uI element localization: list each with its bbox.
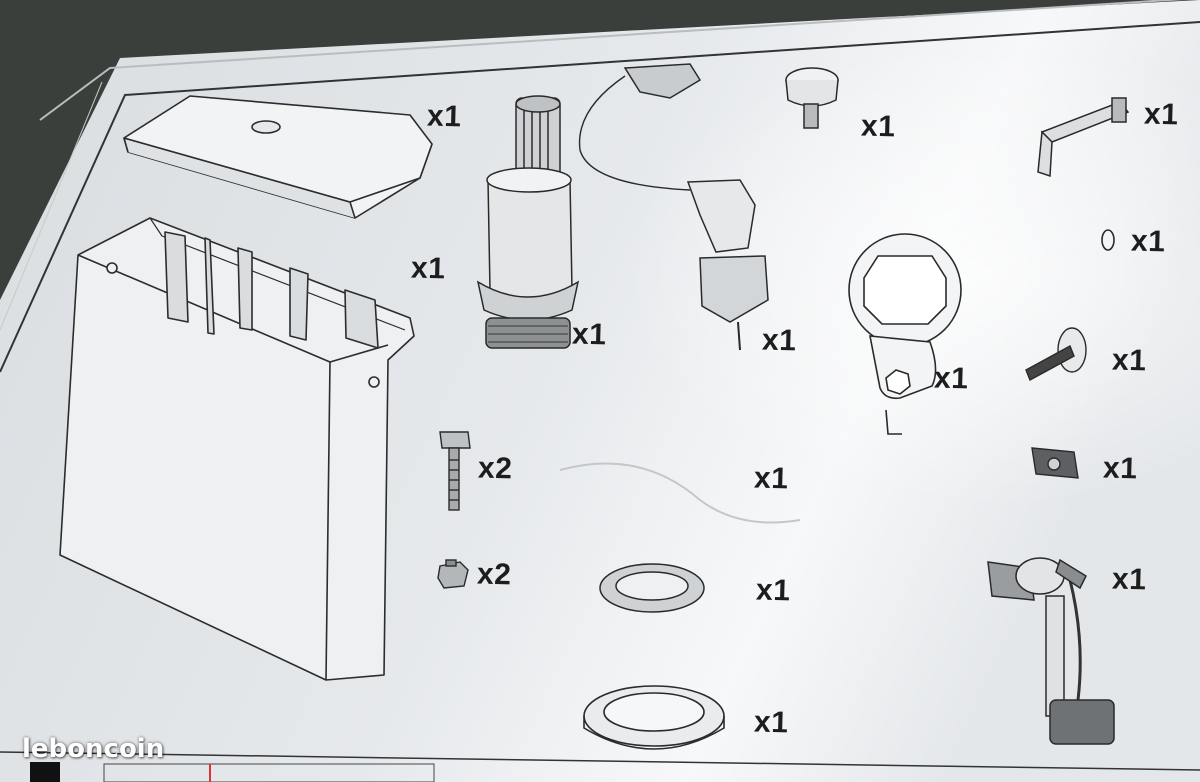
qty-fill-valve: x1 <box>1111 562 1147 597</box>
qty-clip: x1 <box>1102 451 1138 486</box>
qty-creased-paper: x1 <box>753 461 789 496</box>
flush-valve <box>476 95 580 349</box>
bracket-lever <box>1037 97 1130 178</box>
qty-push-button: x1 <box>860 109 896 144</box>
clip <box>1031 447 1079 479</box>
qty-lock-nut: x1 <box>755 573 791 608</box>
lock-nut <box>599 563 705 613</box>
rubber-gasket <box>583 685 725 750</box>
paper-crease <box>559 462 801 524</box>
qty-tank-lid: x1 <box>426 99 462 134</box>
qty-cable-mechanism: x1 <box>761 323 797 358</box>
watermark-logo: leboncoin <box>22 734 165 764</box>
small-ring <box>1101 229 1115 251</box>
qty-flush-valve: x1 <box>571 317 607 352</box>
spanner-wrench <box>848 233 962 435</box>
tank-lid <box>123 95 433 219</box>
qty-mounting-screw: x2 <box>477 451 513 486</box>
cable-mechanism <box>578 63 769 351</box>
fill-valve <box>987 557 1115 745</box>
sheet-frame <box>0 21 1200 782</box>
qty-bracket-lever: x1 <box>1143 97 1179 132</box>
push-button <box>785 67 839 129</box>
qty-small-ring: x1 <box>1130 224 1166 259</box>
cistern-tank <box>59 217 415 681</box>
qty-threaded-rod: x1 <box>1111 343 1147 378</box>
mounting-screw <box>439 431 471 511</box>
threaded-rod <box>1025 327 1087 381</box>
qty-cistern-tank: x1 <box>410 251 446 286</box>
qty-wing-nut: x2 <box>476 557 512 592</box>
qty-spanner-wrench: x1 <box>933 361 969 396</box>
qty-rubber-gasket: x1 <box>753 705 789 740</box>
wing-nut <box>437 559 469 589</box>
